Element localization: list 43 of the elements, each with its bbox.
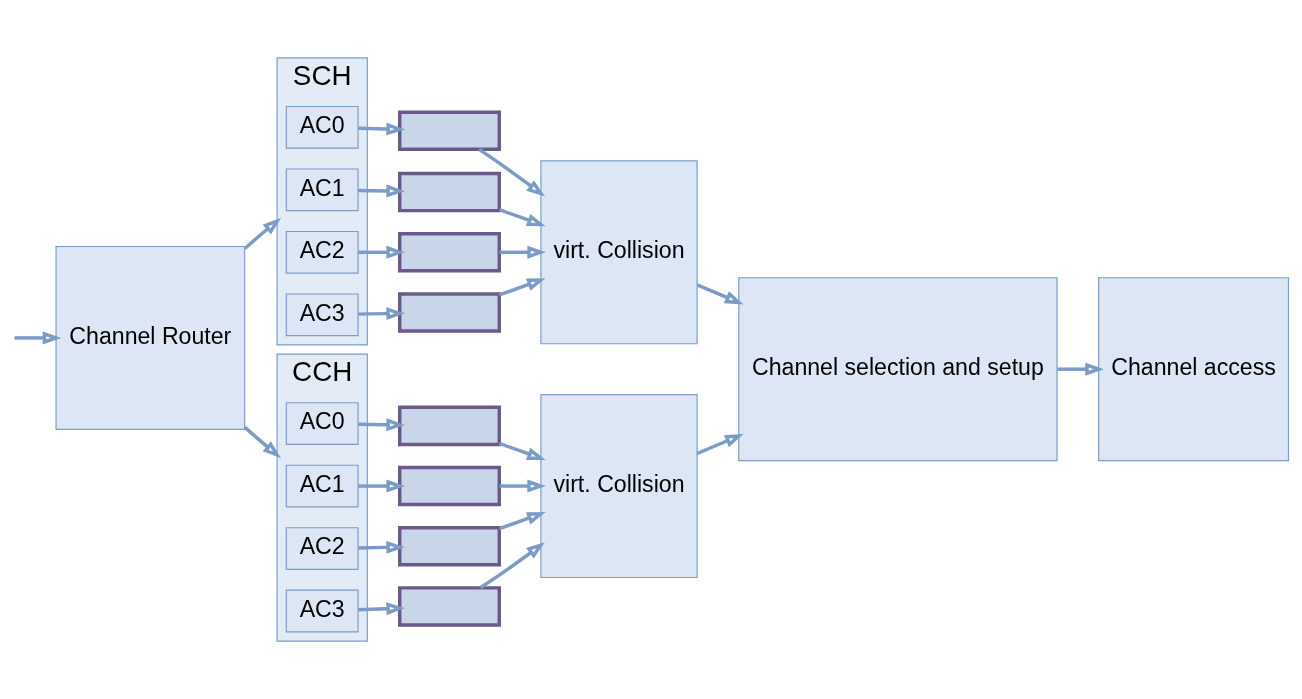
arrow bbox=[479, 542, 545, 590]
node-box bbox=[398, 171, 501, 213]
node-box bbox=[398, 292, 501, 333]
arrow bbox=[498, 441, 546, 461]
arrow bbox=[358, 122, 405, 136]
node-box bbox=[398, 405, 501, 447]
node-box: AC3 bbox=[285, 293, 359, 337]
arrow bbox=[1057, 362, 1104, 376]
arrow bbox=[358, 184, 405, 198]
node-box bbox=[398, 110, 501, 152]
arrow bbox=[358, 245, 405, 259]
node-box bbox=[398, 525, 501, 567]
arrow bbox=[696, 433, 744, 456]
arrow bbox=[358, 540, 405, 554]
arrow bbox=[243, 217, 282, 250]
node-box: AC0 bbox=[285, 105, 359, 149]
node-box bbox=[398, 232, 501, 273]
arrow bbox=[358, 418, 405, 432]
arrow bbox=[498, 208, 546, 227]
arrow bbox=[358, 602, 405, 616]
node-box: Channel selection and setup bbox=[738, 277, 1058, 462]
node-box: AC0 bbox=[285, 402, 359, 445]
arrow bbox=[243, 426, 282, 459]
node-box: AC3 bbox=[285, 589, 359, 633]
node-box: virt. Collision bbox=[540, 394, 698, 579]
arrow bbox=[14, 331, 62, 345]
arrow bbox=[499, 479, 546, 493]
node-box: Channel Router bbox=[55, 245, 246, 430]
node-box: AC1 bbox=[285, 168, 359, 212]
node-box bbox=[398, 465, 501, 507]
arrow bbox=[498, 278, 546, 297]
node-box: AC2 bbox=[285, 527, 359, 570]
node-box: AC1 bbox=[285, 464, 359, 508]
arrow bbox=[498, 512, 546, 531]
arrow bbox=[358, 307, 405, 321]
node-box: AC2 bbox=[285, 230, 359, 274]
node-box bbox=[398, 586, 501, 627]
arrow bbox=[499, 245, 546, 259]
arrow bbox=[358, 479, 405, 493]
node-box: Channel access bbox=[1098, 277, 1290, 462]
arrow bbox=[478, 147, 546, 197]
arrow bbox=[696, 283, 744, 305]
node-box: virt. Collision bbox=[540, 160, 698, 345]
